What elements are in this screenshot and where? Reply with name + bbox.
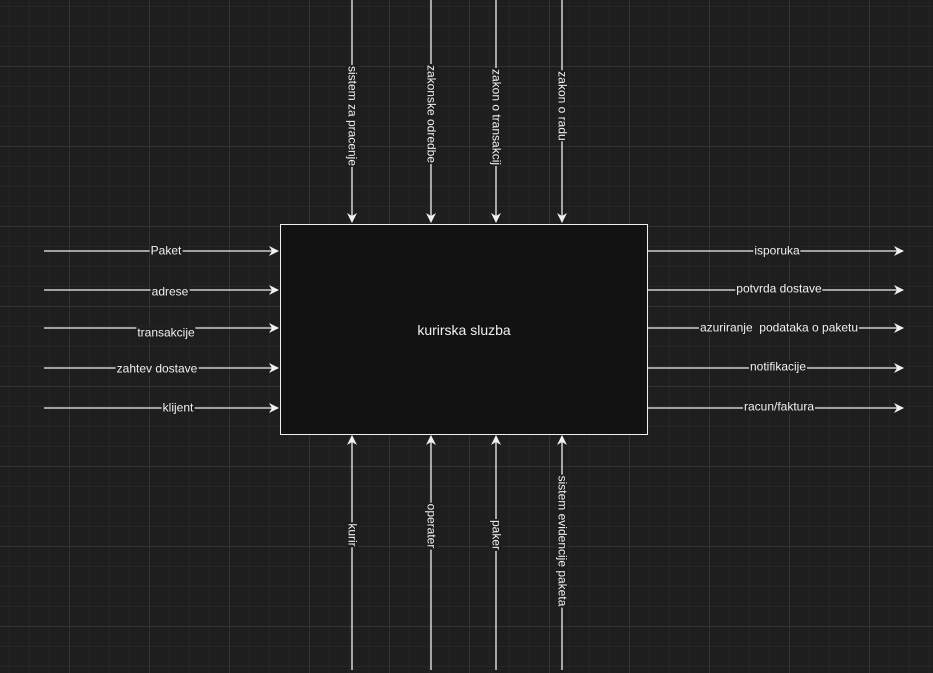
output-label: isporuka: [753, 243, 801, 258]
input-label: klijent: [161, 400, 195, 415]
process-box[interactable]: kurirska sluzba: [280, 224, 648, 435]
output-label: potvrda dostave: [735, 281, 823, 296]
output-label: azuriranje podataka o paketu: [698, 320, 860, 335]
output-label: racun/faktura: [742, 399, 816, 414]
input-label: Paket: [149, 243, 183, 258]
control-label: zakon o transakcij: [489, 67, 504, 167]
control-label: zakonske odredbe: [424, 63, 439, 165]
control-label: zakon o radu: [555, 70, 570, 142]
input-label: adrese: [150, 284, 190, 299]
input-label: transakcije: [136, 325, 196, 340]
mechanism-label: kurir: [345, 522, 360, 548]
process-title: kurirska sluzba: [417, 321, 511, 338]
input-label: zahtev dostave: [115, 361, 199, 376]
mechanism-label: operater: [424, 502, 439, 550]
output-label: notifikacije: [748, 359, 808, 374]
mechanism-label: sistem evidencije paketa: [555, 474, 570, 608]
control-label: sistem za pracenje: [345, 64, 360, 168]
mechanism-label: paker: [489, 518, 504, 552]
